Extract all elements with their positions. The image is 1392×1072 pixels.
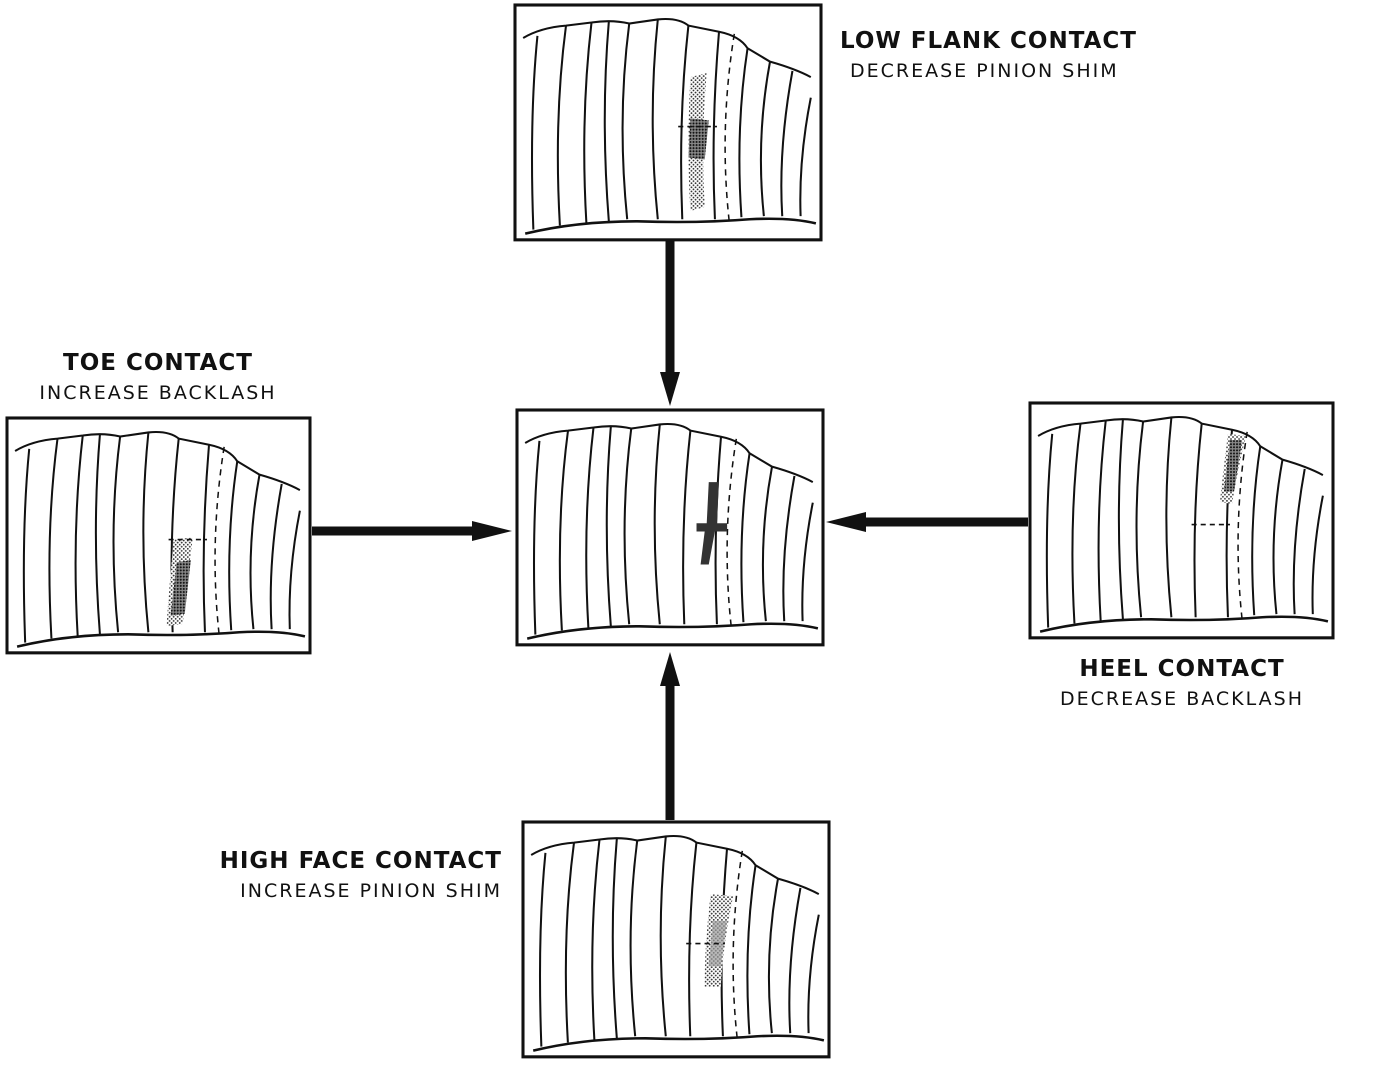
low-flank-action: DECREASE PINION SHIM — [850, 59, 1119, 82]
low-flank-title: LOW FLANK CONTACT — [840, 28, 1137, 54]
arrow-right-from-toe — [312, 521, 512, 541]
center-panel — [515, 408, 825, 647]
heel-action: DECREASE BACKLASH — [1059, 687, 1304, 710]
contact-patch — [696, 482, 728, 565]
arrow-left-from-heel — [826, 512, 1028, 532]
heel-label: HEEL CONTACT DECREASE BACKLASH — [1040, 656, 1324, 710]
toe-label: TOE CONTACT INCREASE BACKLASH — [20, 350, 296, 404]
arrow-down-from-low-flank — [660, 240, 680, 406]
toe-panel — [5, 416, 312, 655]
heel-title: HEEL CONTACT — [1079, 656, 1285, 682]
high-face-action: INCREASE PINION SHIM — [240, 879, 502, 902]
low-flank-panel — [513, 3, 823, 242]
high-face-panel — [521, 820, 831, 1059]
toe-title: TOE CONTACT — [63, 350, 253, 376]
low-flank-label: LOW FLANK CONTACT DECREASE PINION SHIM — [840, 28, 1137, 82]
toe-action: INCREASE BACKLASH — [39, 381, 277, 404]
high-face-title: HIGH FACE CONTACT — [219, 848, 502, 874]
high-face-label: HIGH FACE CONTACT INCREASE PINION SHIM — [190, 848, 502, 902]
heel-panel — [1028, 401, 1335, 640]
arrow-up-from-high-face — [660, 652, 680, 820]
